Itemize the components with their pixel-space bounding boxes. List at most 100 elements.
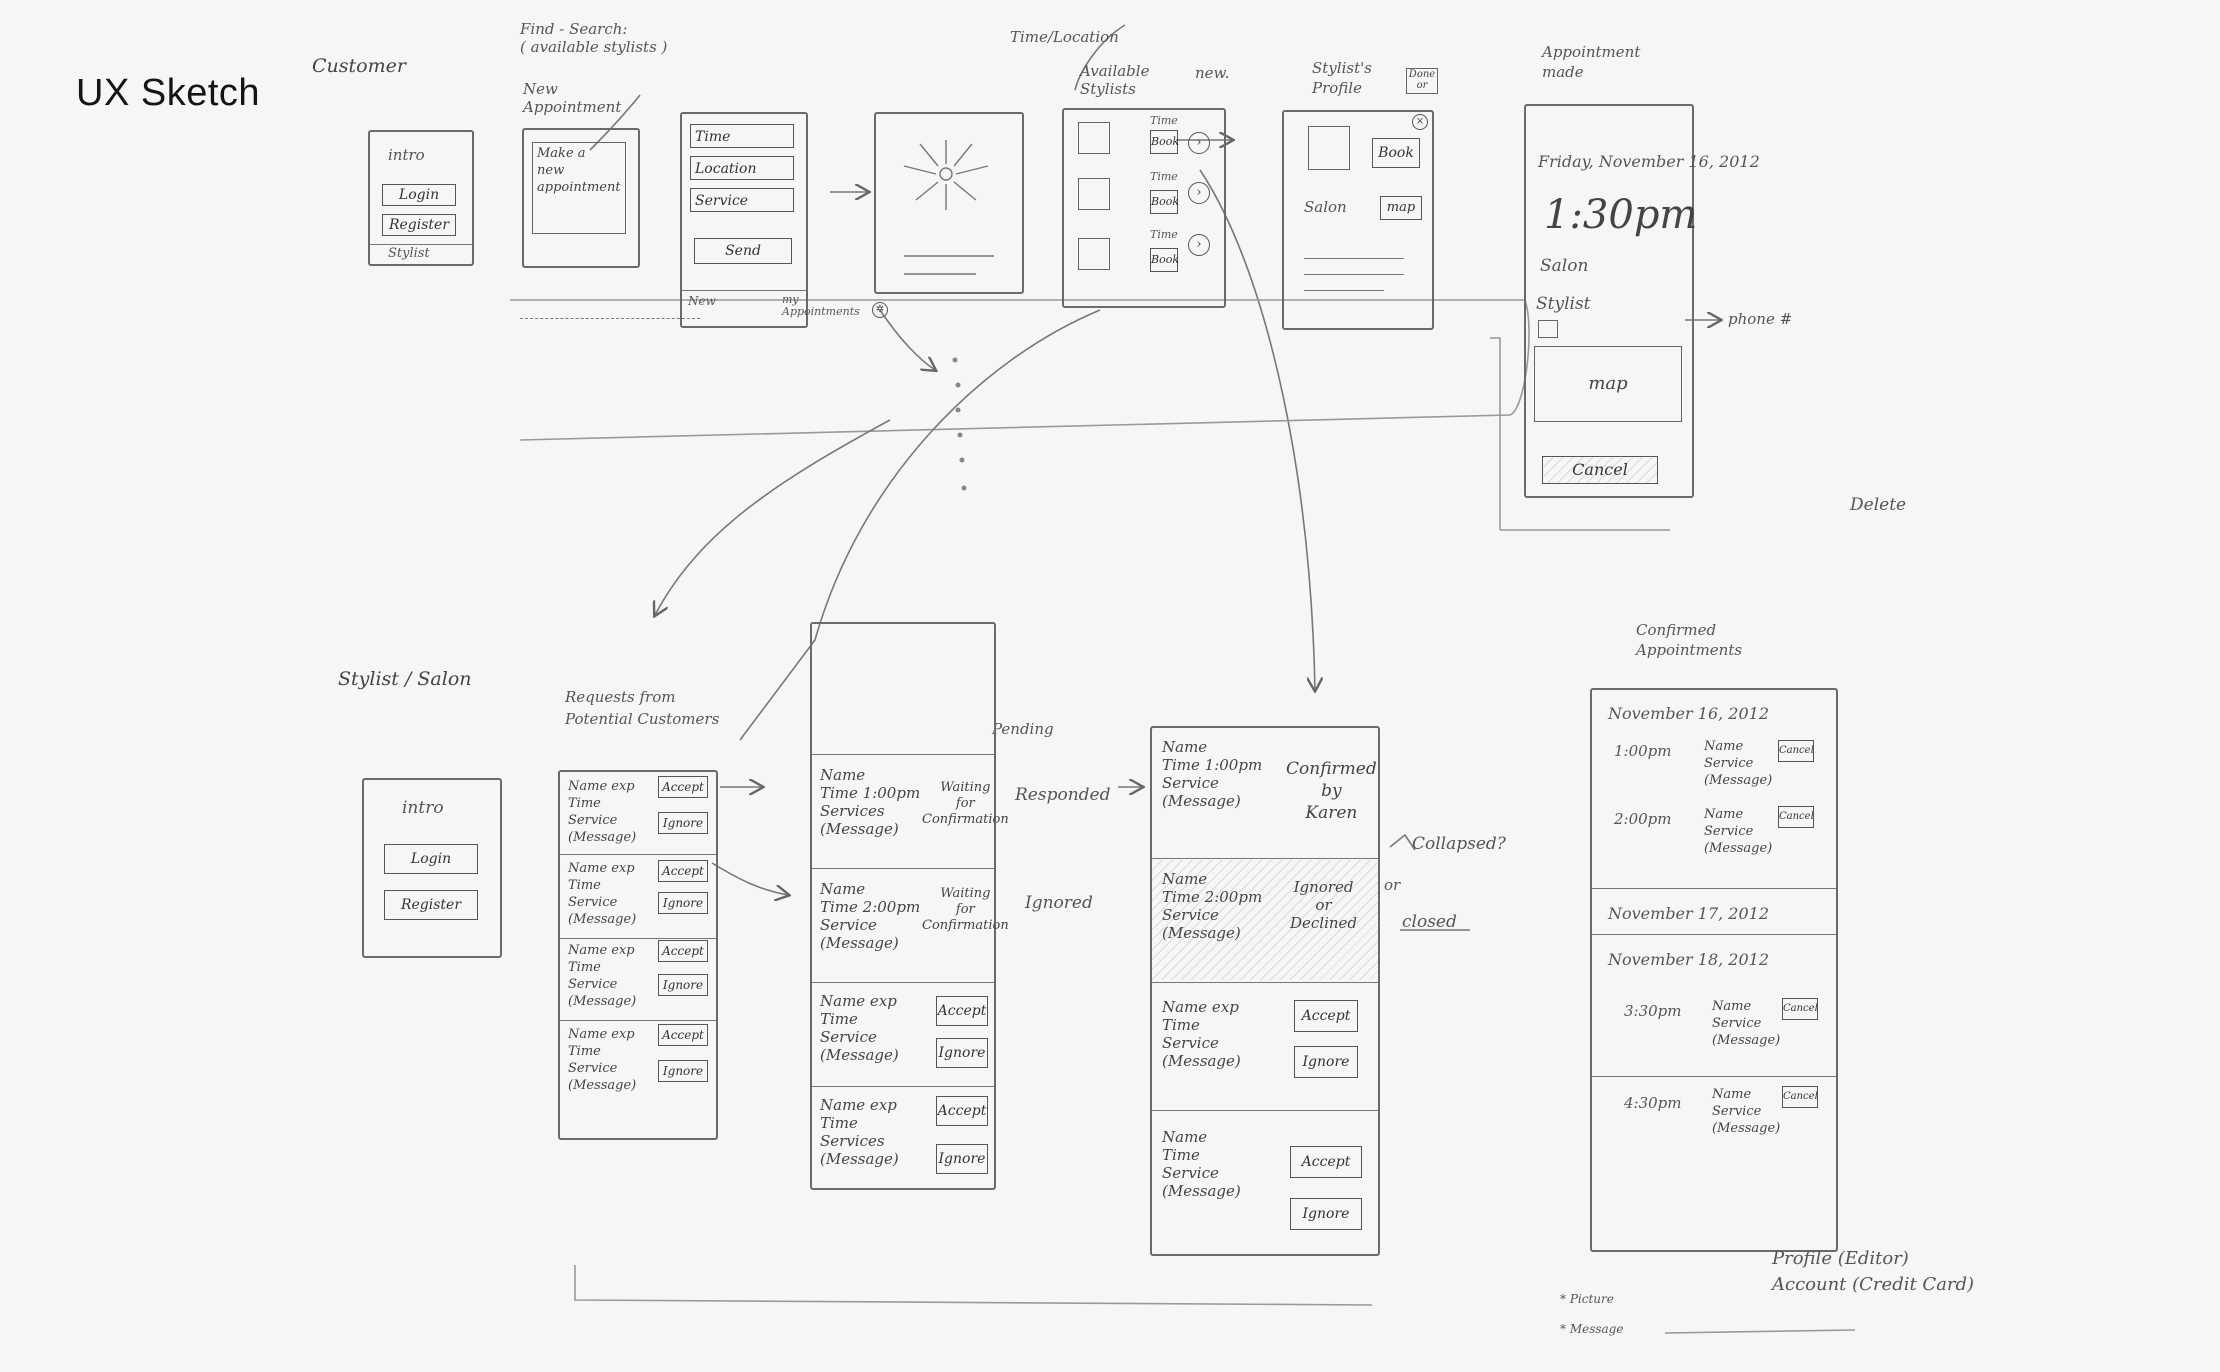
request-details: Name exp Time Service (Message) [568,1027,637,1093]
login-button[interactable]: Login [384,844,478,874]
ignore-button[interactable]: Ignore [658,892,708,914]
appointment-row[interactable]: 2:00pm Name Service (Message) Cancel [1592,806,1836,872]
customer-intro-screen: intro Login Register Stylist [368,130,474,266]
stylist-tab[interactable]: Stylist [388,246,430,261]
accept-button[interactable]: Accept [936,996,988,1026]
request-row[interactable]: Name exp Time Service (Message) Accept I… [560,1022,716,1102]
divider [1152,982,1378,983]
map-view[interactable]: map [1534,346,1682,422]
chevron-right-icon[interactable]: › [1188,234,1210,256]
ignore-button[interactable]: Ignore [936,1144,988,1174]
pending-label: Pending [992,720,1054,738]
accept-button[interactable]: Accept [1294,1000,1358,1032]
request-details: Name exp Time Service (Message) [1162,998,1241,1070]
book-button[interactable]: Book [1150,130,1179,154]
divider [1592,888,1836,889]
request-details: Name exp Time Services (Message) [820,1096,899,1168]
cancel-button[interactable]: Cancel [1782,998,1818,1020]
divider [812,982,994,983]
accept-button[interactable]: Accept [936,1096,988,1126]
request-details: Name Time Service (Message) [1162,1128,1241,1200]
ignore-button[interactable]: Ignore [1290,1198,1362,1230]
message-note: * Message [1560,1322,1624,1336]
stylist-row[interactable]: Time Book › [1064,170,1224,226]
collapsed-row[interactable]: Name Time 2:00pm Service (Message) Ignor… [1152,860,1378,980]
map-button[interactable]: map [1380,196,1422,220]
ignore-button[interactable]: Ignore [936,1038,988,1068]
accept-button[interactable]: Accept [658,776,708,798]
text-line [1304,258,1404,259]
stylist-intro-screen: intro Login Register [362,778,502,958]
stylist-row[interactable]: Time Book › [1064,114,1224,170]
send-button[interactable]: Send [694,238,792,264]
book-button[interactable]: Book [1150,190,1179,214]
or-note: or [1384,876,1401,894]
register-button[interactable]: Register [384,890,478,920]
request-row[interactable]: Name exp Time Service (Message) Accept I… [1152,984,1378,1108]
gear-icon: ✲ [872,302,888,318]
accept-button[interactable]: Accept [658,940,708,962]
requests-screen: Name exp Time Service (Message) Accept I… [558,770,718,1140]
make-appointment-button[interactable]: Make a new appointment [532,142,626,234]
chevron-right-icon[interactable]: › [1188,182,1210,204]
picture-note: * Picture [1560,1292,1614,1306]
time-label: Time [1150,228,1178,241]
done-button[interactable]: Done or [1406,68,1438,94]
pending-row[interactable]: Name Time 1:00pm Services (Message) Wait… [812,756,1009,866]
accept-button[interactable]: Accept [658,1024,708,1046]
accept-button[interactable]: Accept [658,860,708,882]
ignore-button[interactable]: Ignore [1294,1046,1358,1078]
chevron-right-icon[interactable]: › [1188,132,1210,154]
book-button[interactable]: Book [1372,138,1420,168]
stylist-photo [1538,320,1558,338]
time-location-note: Time/Location [1010,28,1119,46]
cancel-button[interactable]: Cancel [1782,1086,1818,1108]
collapsed-note: Collapsed? [1412,834,1506,854]
divider [370,244,472,245]
salon-label: Salon [1540,256,1589,276]
cancel-button[interactable]: Cancel [1778,740,1814,762]
book-button[interactable]: Book [1150,248,1179,272]
stylist-profile-label: Stylist's Profile [1312,59,1372,97]
divider [1592,934,1836,935]
appointment-details: Name Service (Message) [1712,999,1781,1048]
new-appointment-note: New Appointment [523,80,622,116]
appointment-row[interactable]: 4:30pm Name Service (Message) Cancel [1592,1086,1836,1152]
customer-label: Customer [312,55,406,77]
divider [1592,1076,1836,1077]
appointment-time: 3:30pm [1624,1002,1682,1020]
request-details: Name exp Time Service (Message) [568,943,637,1009]
request-row[interactable]: Name exp Time Service (Message) Accept I… [812,984,994,1084]
tab-new[interactable]: New [688,294,716,308]
stylist-row[interactable]: Time Book › [1064,228,1224,284]
appointment-row[interactable]: 1:00pm Name Service (Message) Cancel [1592,738,1836,804]
confirmed-appointments-screen: November 16, 2012 1:00pm Name Service (M… [1590,688,1838,1252]
login-button[interactable]: Login [382,184,456,206]
cancel-button[interactable]: Cancel [1778,806,1814,828]
request-row[interactable]: Name exp Time Service (Message) Accept I… [560,856,716,936]
register-button[interactable]: Register [382,214,456,236]
request-row[interactable]: Name Time Service (Message) Accept Ignor… [1152,1112,1378,1252]
appointment-time: 1:30pm [1544,192,1698,238]
request-row[interactable]: Name exp Time Services (Message) Accept … [812,1088,994,1188]
ignore-button[interactable]: Ignore [658,974,708,996]
appointment-form-screen: Time Location Service Send New my Appoin… [680,112,860,328]
tab-my-appointments[interactable]: my Appointments [782,293,860,318]
available-stylists-label: Available Stylists [1080,62,1150,98]
intro-heading: intro [388,146,425,164]
time-field[interactable]: Time [690,124,794,148]
ignore-button[interactable]: Ignore [658,812,708,834]
request-details: Name Time 2:00pm Service (Message) [1162,870,1263,942]
divider [560,938,716,939]
accept-button[interactable]: Accept [1290,1146,1362,1178]
pending-row[interactable]: Name Time 2:00pm Service (Message) Waiti… [812,870,1009,980]
service-field[interactable]: Service [690,188,794,212]
request-row[interactable]: Name exp Time Service (Message) Accept I… [560,940,716,1020]
appointment-row[interactable]: 3:30pm Name Service (Message) Cancel [1592,998,1836,1064]
cancel-button[interactable]: Cancel [1542,456,1658,484]
ignore-button[interactable]: Ignore [658,1060,708,1082]
request-row[interactable]: Name exp Time Service (Message) Accept I… [560,772,716,852]
location-field[interactable]: Location [690,156,794,180]
close-icon[interactable]: × [1412,114,1428,130]
responded-row[interactable]: Name Time 1:00pm Service (Message) Confi… [1152,728,1378,856]
